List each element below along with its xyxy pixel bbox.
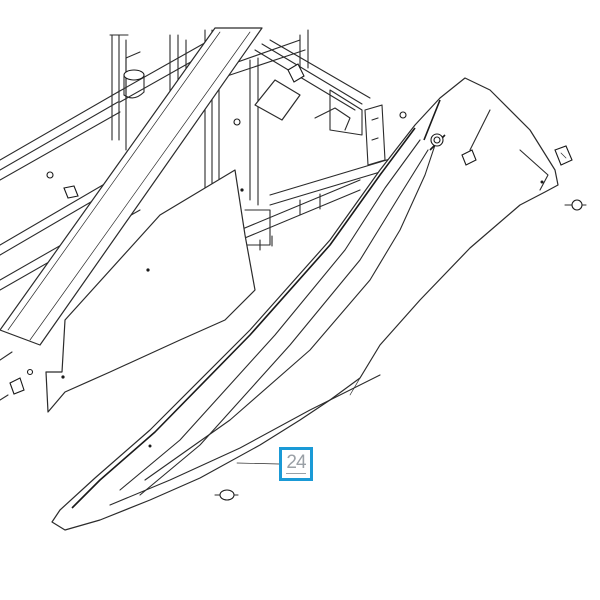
part-number-callout[interactable]: 24 [279,447,313,481]
main-diagonal-beam [0,27,301,346]
callout-leader-line [236,462,280,465]
part-number-label: 24 [286,452,307,474]
side-skirt-panel [51,77,559,531]
fasteners [214,145,587,501]
mounting-plate [45,169,256,413]
